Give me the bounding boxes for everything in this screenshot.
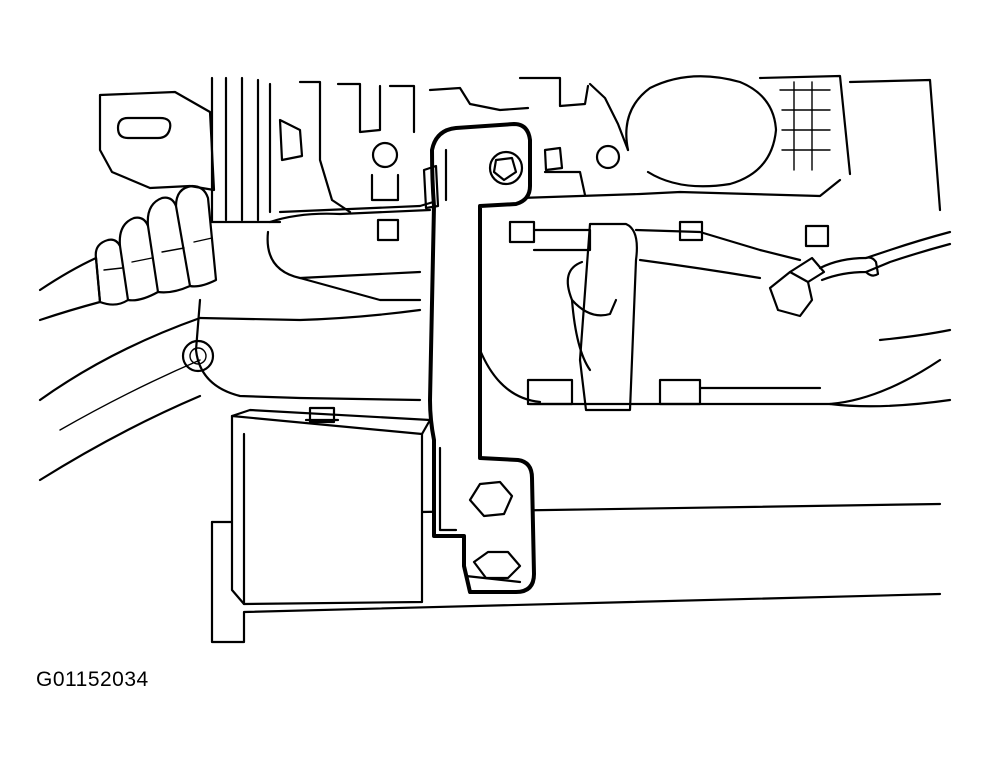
support-block <box>230 406 432 606</box>
crossmember-right <box>828 328 952 408</box>
lower-housing <box>266 208 942 406</box>
cv-joint-boot <box>38 184 218 322</box>
transmission-flange <box>566 222 802 412</box>
round-housing <box>625 74 942 212</box>
sensor-with-wire <box>768 230 952 318</box>
figure-id-label: G01152034 <box>36 668 149 691</box>
mount-bracket-left <box>181 298 422 402</box>
engine-support-bar <box>422 122 536 594</box>
upper-left-bracket <box>98 90 216 192</box>
drive-axle-shaft <box>38 316 202 482</box>
